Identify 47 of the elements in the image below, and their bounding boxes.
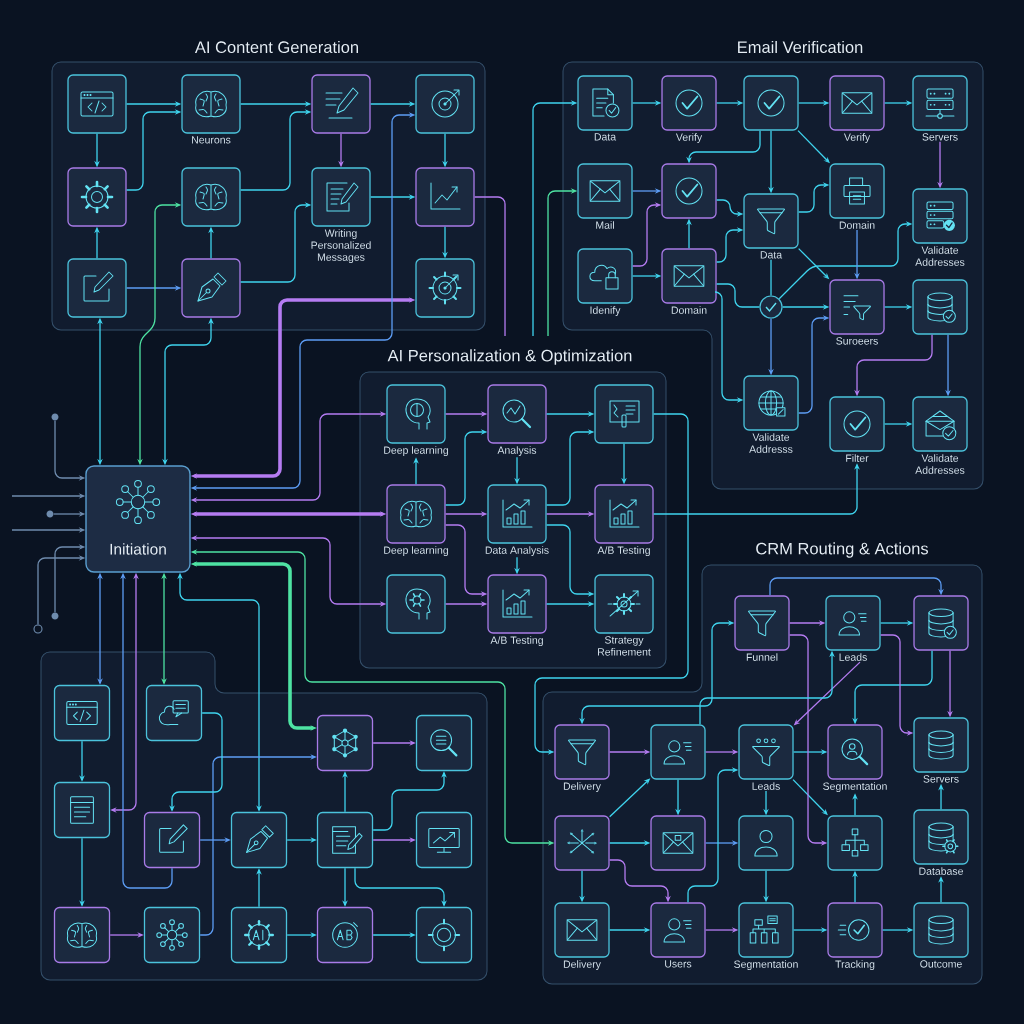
process-box: Initiation [85, 465, 191, 573]
node-label: Suroeers [836, 337, 878, 345]
node-label: Strategy Refinement [598, 636, 651, 656]
node-label: Filter [846, 454, 869, 462]
node-label: Servers [923, 775, 959, 783]
arrow [769, 577, 944, 596]
node-label: Segmentation [823, 782, 887, 792]
node-label: Funnel [746, 653, 778, 661]
node-label: A/B Testing [490, 636, 543, 646]
node-label: Validate Addresses [915, 246, 965, 266]
node-label: Servers [922, 133, 958, 141]
node-label: Validate Addresses [915, 454, 965, 474]
arrow [653, 463, 860, 515]
arrow [534, 413, 689, 755]
node-label: Deep learning [384, 546, 448, 556]
ring [33, 624, 43, 634]
node-label: Domain [839, 221, 875, 229]
node-label: Deep learning [384, 446, 448, 456]
node-label: Outcome [920, 960, 962, 968]
panel-title: AI Content Generation [194, 40, 358, 54]
node-label: Data [760, 251, 783, 259]
node-label: A/B Testing [597, 546, 650, 556]
node-label: Leads [839, 653, 867, 661]
connector-line [474, 196, 506, 337]
connector-line [716, 283, 761, 308]
node-label: Database [919, 867, 963, 875]
node-label: Data [594, 133, 617, 141]
panel-title: Email Verification [738, 40, 863, 54]
node-label: Writing Personalized Messages [311, 229, 371, 263]
node-label: Domain [671, 306, 707, 314]
node-label: Tracking [835, 960, 875, 970]
node-label: Idenify [590, 306, 621, 316]
panel-title: CRM Routing & Actions [756, 542, 929, 558]
node-label: Analysis [497, 446, 537, 456]
panel-title: AI Personalization & Optimization [387, 349, 632, 365]
node-label: Segmentation [734, 960, 798, 970]
node-label: Verify [843, 133, 871, 143]
node-label: Delivery [563, 960, 601, 970]
node-label: Leads [752, 782, 780, 790]
node-label: Delivery [563, 782, 601, 792]
node-label: Users [665, 960, 692, 968]
node-label: Verify [675, 133, 703, 143]
node-label: Neurons [192, 136, 231, 144]
node-label: Mail [596, 221, 614, 229]
node-label: Data Analysis [485, 546, 549, 556]
connector-line [770, 259, 772, 297]
node-label: Validate Addresss [749, 433, 793, 453]
